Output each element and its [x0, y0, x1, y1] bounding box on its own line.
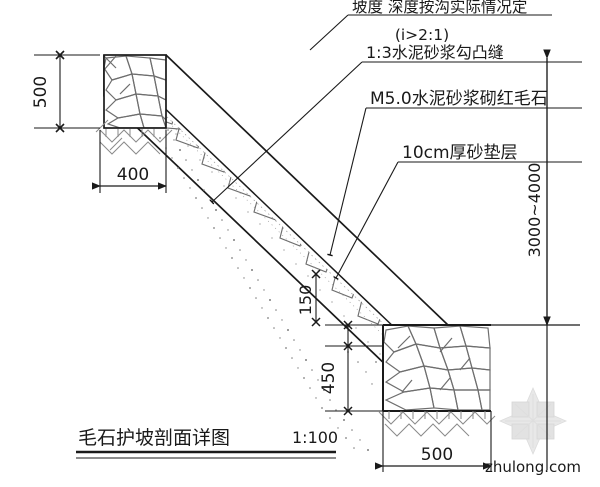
- watermark-zhulong: zhulong.com: [485, 386, 581, 476]
- footing-earth-hatch: [378, 411, 496, 437]
- dimension-footing-rise: [325, 320, 383, 416]
- drawing-scale: 1:100: [292, 428, 338, 447]
- annotation-slope-note-line1: 坡度 深度按沟实际情况定: [352, 0, 527, 16]
- annotation-sand-bedding: 10cm厚砂垫层: [402, 143, 518, 163]
- footing-stone-pattern: [383, 325, 491, 411]
- annotation-slope-note-line2: (i>2:1): [395, 26, 449, 44]
- watermark-label: zhulong.com: [485, 458, 581, 476]
- top-block-outline: [103, 54, 167, 129]
- title-underline: [76, 450, 336, 459]
- leader-diagonal-slope-note: [309, 14, 349, 51]
- dimension-total-height: [491, 49, 580, 470]
- slope-upper-face-line: [165, 54, 450, 327]
- dimension-label-total-height: 3000~4000: [525, 163, 544, 258]
- dimension-label-slope-thickness: 150: [296, 285, 315, 316]
- top-block-stone-pattern: [103, 55, 166, 128]
- footing-rubble-block: [378, 324, 496, 437]
- dimension-footing-width: [374, 411, 492, 472]
- leader-diagonal-sand-bedding: [333, 161, 399, 280]
- top-rubble-block: [95, 54, 173, 155]
- dimension-label-top-width: 400: [117, 165, 149, 185]
- dimension-slope-thickness: [311, 269, 321, 327]
- dimension-label-footing-rise: 450: [319, 362, 339, 394]
- leader-diagonal-mortar-pointing: [209, 61, 363, 205]
- dimension-top-height: [34, 50, 100, 133]
- annotation-mortar-pointing: 1:3水泥砂浆勾凸缝: [366, 43, 504, 62]
- dimension-top-width: [91, 130, 167, 193]
- dimension-label-footing-width: 500: [421, 445, 453, 465]
- top-block-earth-hatch: [95, 119, 173, 155]
- annotation-rubble-masonry: M5.0水泥砂浆砌红毛石: [370, 89, 548, 109]
- drawing-title: 毛石护坡剖面详图: [78, 427, 230, 449]
- dimension-label-top-height: 500: [31, 76, 51, 108]
- slope-inner-face-line: [132, 77, 421, 353]
- leader-diagonal-rubble-masonry: [327, 107, 367, 257]
